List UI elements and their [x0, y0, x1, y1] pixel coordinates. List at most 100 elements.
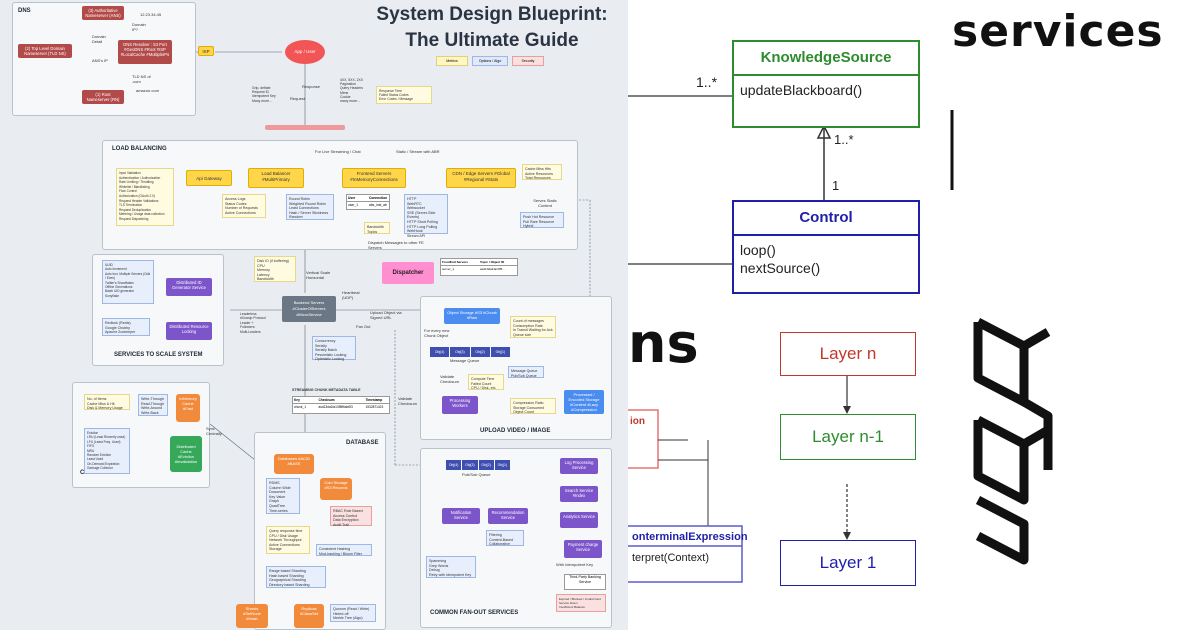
table-cell: Timestamp — [365, 398, 383, 402]
processed-storage: Processed / Encoded Storage #Content #La… — [564, 390, 604, 414]
frontend-servers: Frontend Servers #InMemoryConnections — [342, 168, 406, 188]
payment-service: Payment charge Service — [564, 540, 602, 558]
serves-static-label: Serves Static Content — [533, 198, 557, 208]
fan-out-label: Fan Out — [356, 324, 371, 329]
notification-notes: Spamming Grep Words Debug Retry with Ide… — [426, 556, 476, 578]
legend: Metrics Options / Algo Security — [436, 56, 548, 66]
static-label: Static / Stream with ABR — [396, 149, 440, 154]
object-storage: Object Storage #S3 #Chunk #Raw — [444, 308, 500, 324]
tld-nameserver: (2) Top Level Domain Nameserver (TLD NS) — [18, 44, 72, 58]
frontend-protocols: HTTP WebRTC Websocket SSE (Server-Side E… — [404, 194, 448, 238]
message-queue-label: Message Queue — [450, 358, 480, 363]
balancer-algorithms: Round Robin Weighted Round Robin Least C… — [286, 194, 334, 220]
notification-service: Notification Service — [442, 508, 480, 524]
database-title: DATABASE — [346, 440, 379, 446]
balancer-metrics: Access Logs Status Codes Number of Reque… — [222, 194, 266, 218]
backend-servers: Backend Servers #ClusterOfServers #Micro… — [282, 296, 336, 322]
table-cell: FrontEnd Servers — [442, 260, 468, 264]
layer-n-1: Layer n-1 — [780, 414, 916, 460]
app-user-circle: App / User — [285, 40, 325, 64]
knowledge-source-name: KnowledgeSource — [734, 42, 918, 76]
table-cell: Checksum — [318, 398, 335, 402]
multiplicity-left: 1..* — [696, 74, 718, 90]
nonterminal-expression-name: onterminalExpression — [632, 531, 748, 543]
concurrency-notes: Concurrency Serially Serially Batch Pess… — [312, 336, 356, 361]
load-balancer: Load Balancer #MultiPrimary — [248, 168, 304, 188]
upload-message-queue: Obj(4) Obj(3) Obj(2) Obj(1) — [430, 347, 510, 357]
table-cell: Connection — [369, 196, 388, 200]
leader-notes: Leaderless #Gossip Protocol Leader + Fol… — [240, 312, 266, 334]
uml-connectors — [628, 95, 1053, 583]
lock-notes: Redlock (Redis) Google Chubby Apache Zoo… — [102, 318, 150, 336]
cold-storage: Cold Storage #S3 Records — [320, 478, 352, 500]
db-security: RBAC Role Based Access Control Data Encr… — [330, 506, 372, 527]
distributed-resource-locking: Distributed Resource Locking — [166, 322, 212, 340]
control-method-loop: loop() — [740, 242, 776, 258]
table-cell: Topic / Object ID — [480, 260, 505, 264]
in-memory-cache: InMemory Cache #Fast — [176, 394, 200, 422]
blueprint-title: System Design Blueprint: The Ultimate Gu… — [352, 2, 628, 54]
recommendation-notes: Filtering Content-Based Collaborative — [486, 530, 524, 546]
cache-write-policies: Write-Through Read-Through Write-Around … — [138, 394, 168, 416]
replicas: Replicas #ClassSet — [294, 604, 324, 628]
db-metrics: Query response time CPU / Disk Usage Net… — [266, 526, 310, 554]
knowledge-source-method: updateBlackboard() — [740, 82, 863, 98]
table-cell: 1532871423 — [365, 405, 384, 409]
expression-partial: ion — [630, 416, 645, 427]
dispatch-label: Dispatch Messages to other FE Servers — [368, 240, 424, 250]
request-label: Request — [290, 96, 305, 101]
recommendation-service: Recommendation Service — [488, 508, 528, 524]
control-name: Control — [734, 202, 918, 236]
dns-ip: 12.23.34.45 — [140, 12, 162, 17]
bandwidth-notes: Bandwidth Topics — [364, 222, 390, 234]
uml-collage: services ns KnowledgeSource updateBlackb… — [628, 0, 1200, 630]
response-notes: 4XX, 5XX, 2XX Pagination Query Headers M… — [340, 78, 363, 104]
table-cell: asd13da1fa13f5ff6ab0f3 — [318, 405, 353, 409]
uuid-notes: UUID Auto Increment Auto Incr. Multiple … — [102, 260, 154, 304]
queue-item: Obj(4) — [446, 460, 462, 470]
response-label: Response — [302, 84, 321, 89]
response-metrics: Response Time Failed Status Codes Error … — [376, 86, 432, 104]
system-design-blueprint: System Design Blueprint: The Ultimate Gu… — [0, 0, 628, 630]
request-notes: Grip, deflate Request ID Idempotent Key … — [252, 86, 276, 103]
legend-metrics: Metrics — [436, 56, 468, 66]
queue-item: Obj(2) — [470, 347, 490, 357]
backend-metrics: Disk IO (if buffering) CPU Memory Latenc… — [254, 256, 296, 282]
gateway-notes: Input Validation Authentication / Author… — [116, 168, 174, 226]
idempotent-label: With Idempotent Key — [556, 562, 594, 567]
isp-box: ISP — [198, 46, 214, 56]
lb-title: LOAD BALANCING — [112, 146, 167, 152]
layer-n: Layer n — [780, 332, 916, 376]
knowledge-source-class: KnowledgeSource updateBlackboard() — [732, 40, 920, 128]
quorum-notes: Quorum (Read / Write) Hinted-off Merkle … — [330, 604, 376, 622]
table-cell: abs_inst_ab — [369, 203, 387, 207]
scale-notes: Vertical Scale Horizontal — [306, 270, 331, 280]
title-line-2: The Ultimate Guide — [405, 30, 579, 51]
layer-1: Layer 1 — [780, 540, 916, 586]
table-cell: chunk_1 — [294, 405, 307, 409]
frontend-connection-table: User Connection user_1 abs_inst_ab — [346, 194, 390, 210]
distributed-id-generator: Distributed ID Generator Service — [166, 278, 212, 296]
search-service: Search Service #Index — [560, 486, 598, 502]
table-cell: User — [348, 196, 356, 200]
title-line-1: System Design Blueprint: — [376, 4, 608, 25]
processing-workers: Processing Workers — [442, 396, 478, 414]
fanout-title: COMMON FAN-OUT SERVICES — [430, 610, 519, 616]
queue-item: Obj(3) — [462, 460, 478, 470]
upload-url-label: Upload Object via Signed URL — [370, 310, 402, 320]
queue-item: Obj(2) — [478, 460, 494, 470]
table-cell: server_1 — [442, 267, 455, 271]
validate-label: Validate Checksum — [440, 374, 459, 384]
databases: Databases #ACID #BASE — [274, 454, 314, 474]
third-party-banking: Third-Party Banking Service — [564, 574, 606, 590]
dns-resolver: DNS Resolver : 53 Port #GeoDNS #Root #IS… — [118, 40, 172, 64]
storage-metrics: Count of messages Consumption Rate In Tr… — [510, 316, 556, 338]
dns-domain-detail: Domain Detail — [92, 34, 106, 44]
sync-centrally-label: Sync Centrally — [206, 426, 222, 436]
dns-amazon: amazon.com — [136, 88, 159, 93]
shards: Shards #SetNode #Hash — [236, 604, 268, 628]
control-method-next: nextSource() — [740, 260, 821, 276]
heartbeat-label: Heartbeat (UDP) — [342, 290, 360, 300]
control-class: Control loop() nextSource() — [732, 200, 920, 294]
validate-checksum-label: Validate Checksum — [398, 396, 417, 406]
